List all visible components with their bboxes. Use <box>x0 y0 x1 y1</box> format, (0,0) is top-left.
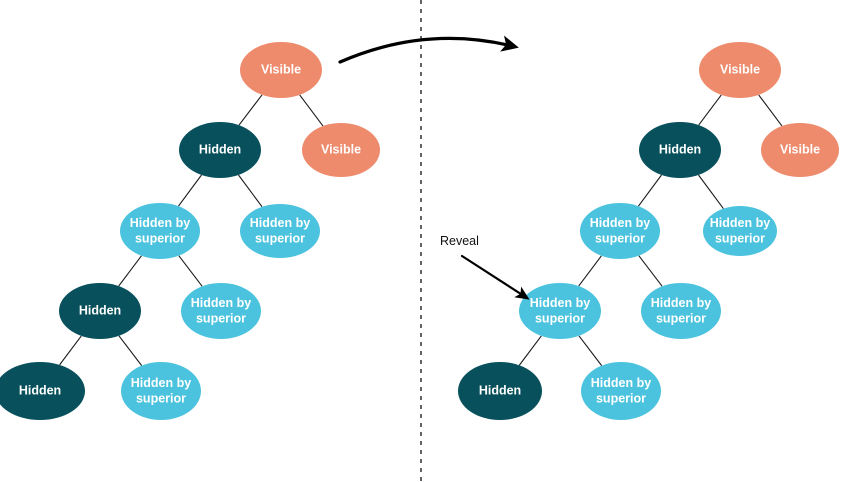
transition-curved-arrow-icon <box>338 35 519 64</box>
tree-node-visible[interactable]: Visible <box>240 42 322 98</box>
tree-node-hidden[interactable]: Hidden <box>179 122 261 178</box>
tree-edge <box>177 174 202 207</box>
node-ellipse[interactable] <box>519 283 601 339</box>
node-ellipse[interactable] <box>699 42 781 98</box>
node-ellipse[interactable] <box>458 362 542 420</box>
node-label: Visible <box>780 142 820 156</box>
tree-node-hidden[interactable]: Hidden <box>0 362 85 420</box>
tree-edge <box>578 335 603 366</box>
node-ellipse[interactable] <box>641 283 721 339</box>
node-ellipse[interactable] <box>240 42 322 98</box>
tree-node-hidden[interactable]: Hidden <box>458 362 542 420</box>
node-ellipse[interactable] <box>179 122 261 178</box>
node-label: Hidden <box>79 303 121 317</box>
tree-edge <box>578 255 602 287</box>
tree-edge <box>637 174 662 207</box>
node-label: Visible <box>261 62 301 76</box>
reveal-arrow-icon <box>460 254 530 300</box>
node-ellipse[interactable] <box>639 122 721 178</box>
node-ellipse[interactable] <box>761 123 839 177</box>
tree-edge <box>299 94 324 127</box>
tree-node-visible[interactable]: Visible <box>302 123 380 177</box>
tree-edge <box>238 174 263 208</box>
tree-node-visible[interactable]: Visible <box>699 42 781 98</box>
node-ellipse[interactable] <box>240 204 320 258</box>
node-label: Hidden <box>659 142 701 156</box>
tree-edge <box>638 255 663 287</box>
tree-edge <box>178 255 203 287</box>
tree-edge <box>698 94 722 126</box>
node-ellipse[interactable] <box>59 283 141 339</box>
node-label: Hidden <box>19 383 61 397</box>
node-label: Visible <box>720 62 760 76</box>
reveal-label: Reveal <box>440 234 479 248</box>
node-ellipse[interactable] <box>302 123 380 177</box>
tree-node-hidden[interactable]: Hidden <box>59 283 141 339</box>
tree-edge <box>238 94 263 126</box>
node-ellipse[interactable] <box>581 362 661 420</box>
node-ellipse[interactable] <box>703 206 777 256</box>
tree-edge <box>518 335 542 366</box>
node-ellipse[interactable] <box>0 362 85 420</box>
tree-edge <box>59 335 82 366</box>
tree-edge <box>698 174 724 209</box>
node-ellipse[interactable] <box>121 362 201 420</box>
tree-edge <box>758 94 783 127</box>
tree-node-hidden[interactable]: Hidden <box>639 122 721 178</box>
node-label: Visible <box>321 142 361 156</box>
node-ellipse[interactable] <box>120 203 200 259</box>
tree-node-visible[interactable]: Visible <box>761 123 839 177</box>
tree-edge <box>118 335 143 366</box>
edges-layer <box>59 94 783 366</box>
tree-edge <box>118 255 142 287</box>
node-label: Hidden <box>479 383 521 397</box>
node-label: Hidden <box>199 142 241 156</box>
node-ellipse[interactable] <box>580 203 660 259</box>
node-ellipse[interactable] <box>181 283 261 339</box>
